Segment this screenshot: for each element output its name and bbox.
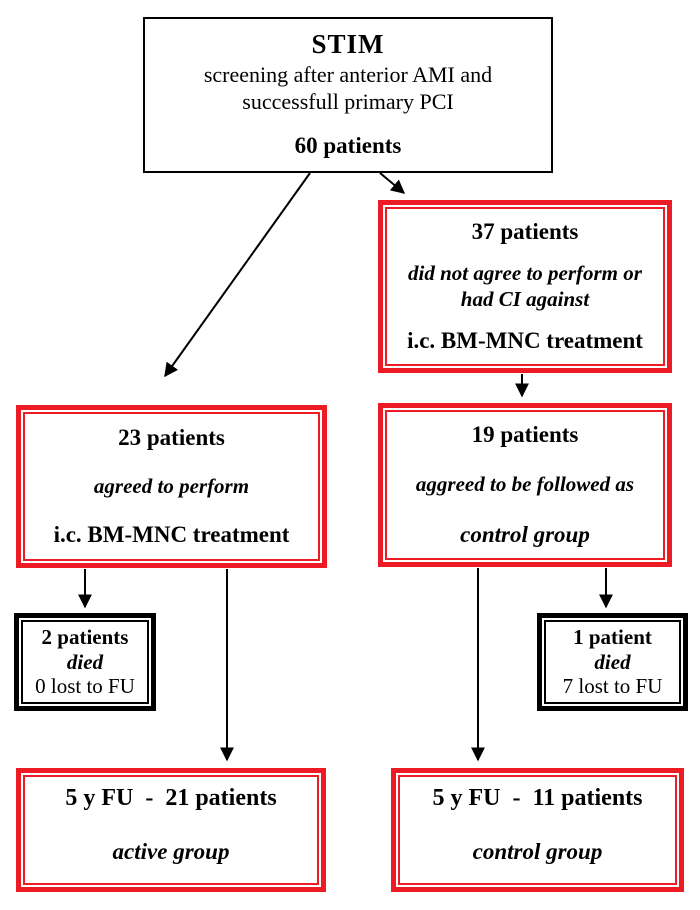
declined-note: did not agree to perform or had CI again… (408, 260, 642, 311)
control-deaths-count: 1 patient (573, 624, 652, 649)
screening-count: 60 patients (294, 132, 402, 158)
agreed-count: 23 patients (118, 425, 225, 450)
agreed-note: agreed to perform (93, 473, 250, 498)
control-note: aggreed to be followed as (415, 472, 635, 497)
screening-subtitle: screening after anterior AMI and success… (203, 62, 493, 114)
control-detail: control group (460, 521, 590, 547)
active-fu-title: 5 y FU - 21 patients (65, 785, 277, 811)
declined-detail: i.c. BM-MNC treatment (407, 328, 643, 353)
active-deaths-lost: 0 lost to FU (35, 674, 135, 699)
node-control-deaths: 1 patient died 7 lost to FU (537, 613, 688, 711)
control-fu-title: 5 y FU - 11 patients (432, 785, 643, 811)
node-screening: STIM screening after anterior AMI and su… (143, 17, 553, 173)
active-deaths-count: 2 patients (41, 624, 129, 649)
arrow-screening-to-declined (379, 172, 406, 194)
control-deaths-cause: died (594, 649, 631, 674)
node-active-fu: 5 y FU - 21 patients active group (16, 768, 326, 892)
screening-title: STIM (311, 29, 385, 59)
control-fu-group: control group (472, 839, 603, 864)
node-declined: 37 patients did not agree to perform or … (378, 200, 672, 373)
agreed-detail: i.c. BM-MNC treatment (53, 521, 290, 547)
active-deaths-cause: died (66, 649, 104, 674)
control-deaths-lost: 7 lost to FU (562, 674, 663, 699)
declined-count: 37 patients (471, 219, 579, 244)
arrow-screening-to-agreed (164, 172, 311, 378)
control-count: 19 patients (471, 422, 579, 447)
node-control: 19 patients aggreed to be followed as co… (378, 403, 672, 567)
node-agreed: 23 patients agreed to perform i.c. BM-MN… (16, 405, 327, 568)
node-active-deaths: 2 patients died 0 lost to FU (14, 613, 156, 711)
active-fu-group: active group (112, 839, 230, 864)
node-control-fu: 5 y FU - 11 patients control group (391, 768, 684, 892)
